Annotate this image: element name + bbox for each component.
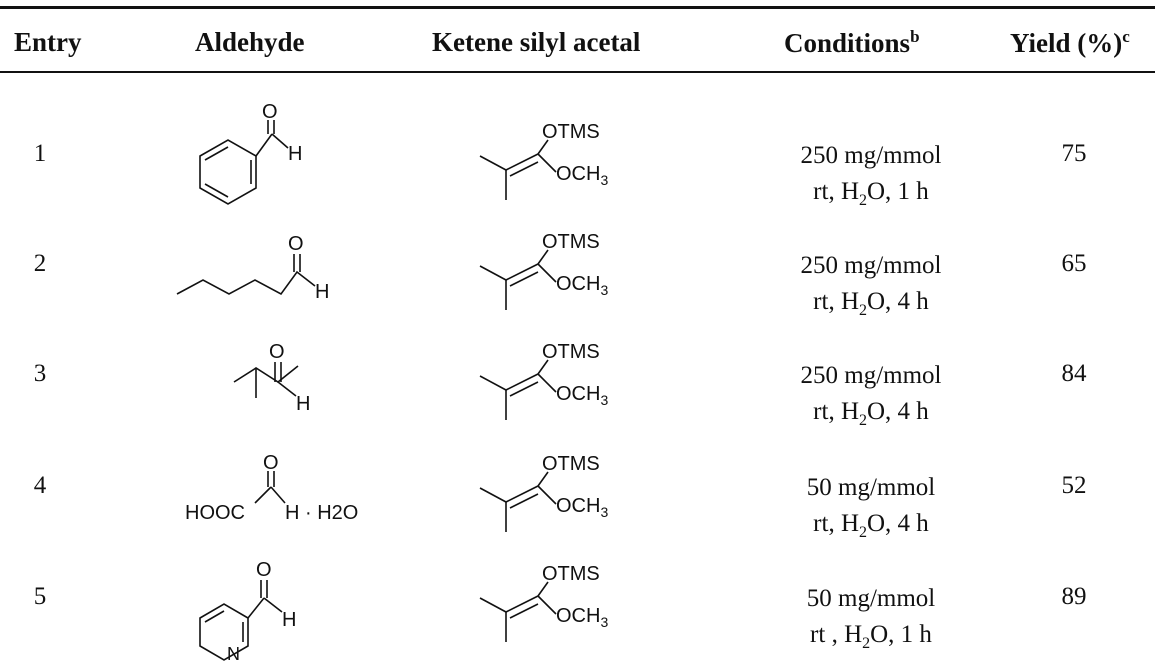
och3-subscript: 3 xyxy=(600,614,608,630)
carbonyl-o-label: O xyxy=(262,101,278,123)
och3-text: OCH xyxy=(556,605,600,627)
header-ketene-silyl-acetal: Ketene silyl acetal xyxy=(432,27,641,57)
table-row-conditions-3: 250 mg/mmol rt, H2O, 4 h xyxy=(746,358,996,439)
otms-label: OTMS xyxy=(542,453,600,475)
header-aldehyde: Aldehyde xyxy=(195,27,305,57)
conditions-sub: 2 xyxy=(862,635,871,652)
table-row-entry-2: 2 xyxy=(33,250,47,277)
carbonyl-o-label: O xyxy=(288,233,304,255)
header-conditions-text: Conditions xyxy=(784,28,911,58)
ketene-silyl-acetal-structure-2: OTMS OCH3 xyxy=(479,231,608,310)
glyoxylic-acid-structure: O HOOC H · H2O xyxy=(185,452,358,524)
och3-label: OCH3 xyxy=(556,383,608,408)
table-row-entry-3: 3 xyxy=(33,360,47,387)
otms-label: OTMS xyxy=(542,563,600,585)
conditions-pre: rt, H xyxy=(813,398,859,425)
table-row-entry-5: 5 xyxy=(33,583,47,610)
ketene-silyl-acetal-structure-5: OTMS OCH3 xyxy=(479,563,608,642)
conditions-text: rt, H2O, 4 h xyxy=(746,284,996,329)
table-row-conditions-4: 50 mg/mmol rt, H2O, 4 h xyxy=(746,470,996,551)
conditions-text: rt, H2O, 4 h xyxy=(746,394,996,439)
header-entry: Entry xyxy=(14,27,82,57)
loading-text: 250 mg/mmol xyxy=(800,142,942,169)
table-row-conditions-5: 50 mg/mmol rt , H2O, 1 h xyxy=(746,581,996,662)
och3-subscript: 3 xyxy=(600,392,608,408)
conditions-pre: rt , H xyxy=(810,621,863,648)
benzaldehyde-structure: O H xyxy=(199,101,302,205)
och3-text: OCH xyxy=(556,495,600,517)
och3-text: OCH xyxy=(556,273,600,295)
table-row-conditions-1: 250 mg/mmol rt, H2O, 1 h xyxy=(746,138,996,219)
loading-text: 250 mg/mmol xyxy=(800,362,942,389)
ketene-silyl-acetal-structure-4: OTMS OCH3 xyxy=(479,453,608,532)
conditions-post: O, 1 h xyxy=(867,178,929,205)
och3-label: OCH3 xyxy=(556,495,608,520)
header-yield-text: Yield (%) xyxy=(1010,28,1123,58)
table-row-entry-1: 1 xyxy=(33,140,47,167)
conditions-post: O, 4 h xyxy=(867,288,929,315)
och3-text: OCH xyxy=(556,383,600,405)
aldehyde-h-label: H xyxy=(282,609,296,631)
och3-label: OCH3 xyxy=(556,605,608,630)
hydrate-label: H · H2O xyxy=(285,502,358,524)
och3-label: OCH3 xyxy=(556,273,608,298)
conditions-text: rt , H2O, 1 h xyxy=(746,617,996,662)
conditions-text: rt, H2O, 1 h xyxy=(746,174,996,219)
och3-subscript: 3 xyxy=(600,282,608,298)
conditions-sub: 2 xyxy=(859,412,867,429)
table-top-rule xyxy=(0,6,1155,9)
table-row-conditions-2: 250 mg/mmol rt, H2O, 4 h xyxy=(746,248,996,329)
conditions-post: O, 4 h xyxy=(867,510,929,537)
conditions-post: O, 4 h xyxy=(867,398,929,425)
conditions-pre: rt, H xyxy=(813,178,859,205)
hexanal-structure: O H xyxy=(176,233,329,303)
carbonyl-o-label: O xyxy=(269,341,285,363)
table-row-yield-2: 65 xyxy=(1061,250,1087,277)
ketene-silyl-acetal-structure-1: OTMS OCH3 xyxy=(479,121,608,200)
footnote-b: b xyxy=(910,27,920,46)
conditions-pre: rt, H xyxy=(813,510,859,537)
ketene-silyl-acetal-structure-3: OTMS OCH3 xyxy=(479,341,608,420)
table-row-yield-4: 52 xyxy=(1061,472,1087,499)
otms-label: OTMS xyxy=(542,121,600,143)
header-yield: Yield (%)c xyxy=(1010,27,1130,59)
conditions-sub: 2 xyxy=(859,524,867,541)
aldehyde-h-label: H xyxy=(315,281,329,303)
footnote-c: c xyxy=(1122,27,1130,46)
pyridine-n-label: N xyxy=(227,644,240,664)
conditions-pre: rt, H xyxy=(813,288,859,315)
conditions-sub: 2 xyxy=(859,192,867,209)
table-row-yield-1: 75 xyxy=(1061,140,1087,167)
table-row-yield-3: 84 xyxy=(1061,360,1087,387)
table-row-entry-4: 4 xyxy=(33,472,47,499)
isobutyraldehyde-structure: O H xyxy=(233,341,310,415)
header-conditions: Conditionsb xyxy=(784,27,920,59)
carbonyl-o-label: O xyxy=(256,559,272,581)
conditions-text: rt, H2O, 4 h xyxy=(746,506,996,551)
och3-subscript: 3 xyxy=(600,504,608,520)
conditions-sub: 2 xyxy=(859,302,867,319)
och3-text: OCH xyxy=(556,163,600,185)
otms-label: OTMS xyxy=(542,231,600,253)
och3-subscript: 3 xyxy=(600,172,608,188)
picolinaldehyde-structure: O H N xyxy=(199,559,296,664)
aldehyde-h-label: H xyxy=(296,393,310,415)
loading-text: 250 mg/mmol xyxy=(800,252,942,279)
loading-text: 50 mg/mmol xyxy=(806,474,936,501)
aldehyde-h-label: H xyxy=(288,143,302,165)
table-header-rule xyxy=(0,71,1155,73)
och3-label: OCH3 xyxy=(556,163,608,188)
table-row-yield-5: 89 xyxy=(1061,583,1087,610)
otms-label: OTMS xyxy=(542,341,600,363)
conditions-post: O, 1 h xyxy=(870,621,932,648)
carbonyl-o-label: O xyxy=(263,452,279,474)
loading-text: 50 mg/mmol xyxy=(806,585,936,612)
hooc-label: HOOC xyxy=(185,502,245,524)
